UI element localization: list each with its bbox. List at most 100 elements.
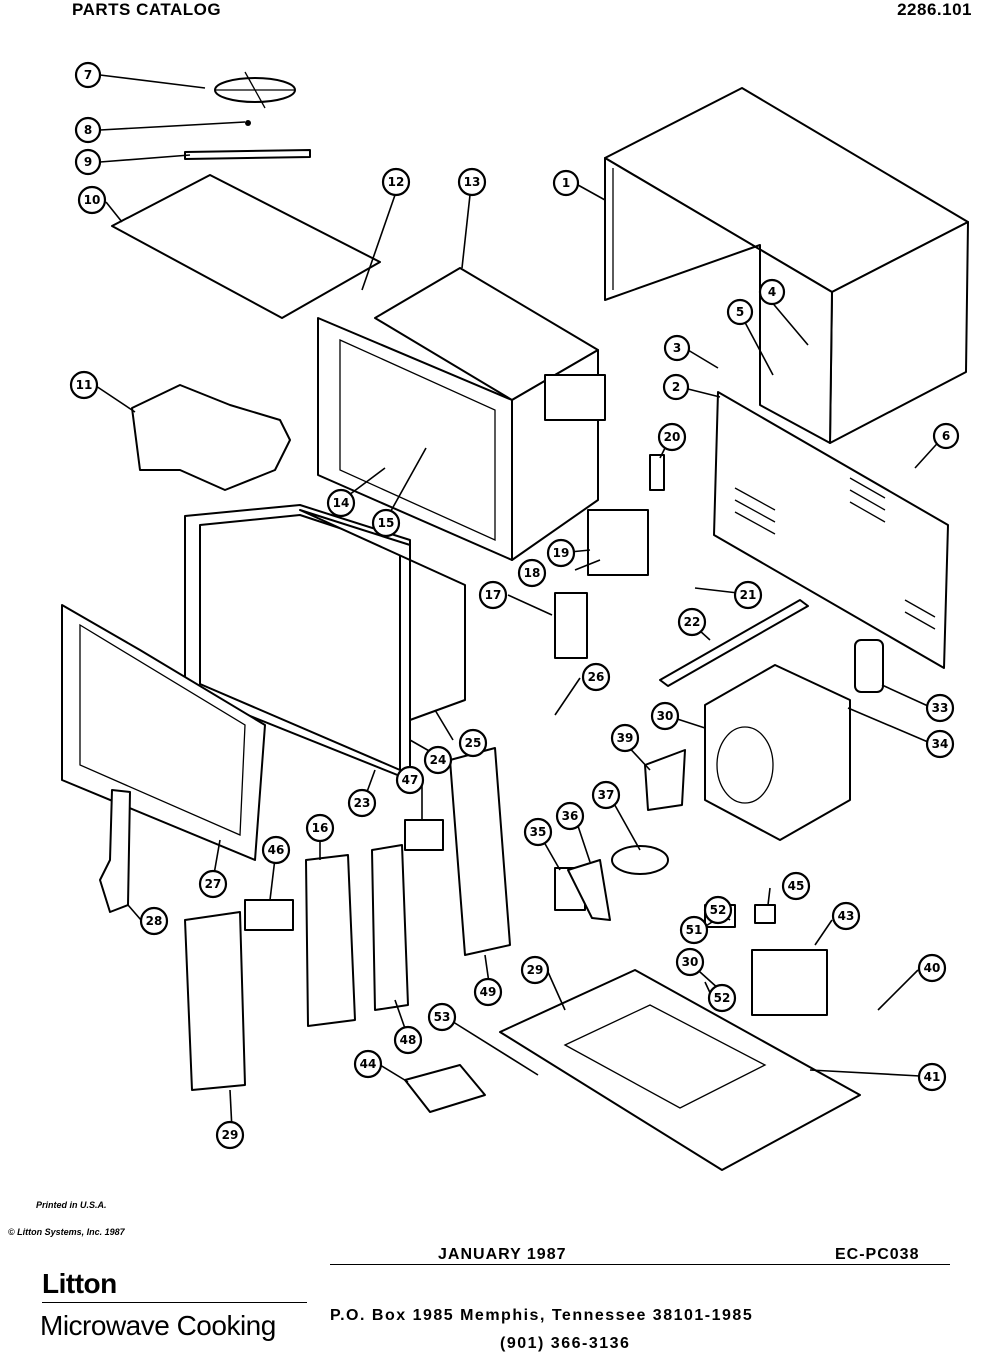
svg-text:43: 43: [838, 909, 855, 923]
callout-4: 4: [758, 278, 786, 306]
stirrer-pin: [245, 120, 251, 126]
magnetron: [587, 509, 649, 576]
svg-text:49: 49: [480, 985, 497, 999]
callout-21: 21: [733, 580, 763, 610]
air-guide: [644, 749, 686, 811]
callout-53: 53: [427, 1002, 457, 1032]
callout-23: 23: [347, 788, 377, 818]
callout-47: 47: [395, 765, 425, 795]
thermal-cutout: [649, 454, 665, 491]
callout-25: 25: [458, 728, 488, 758]
stirrer-shaft: [184, 149, 311, 160]
callout-48: 48: [393, 1025, 423, 1055]
callout-12: 12: [381, 167, 411, 197]
waveguide-bracket: [131, 384, 291, 491]
svg-text:16: 16: [312, 821, 329, 835]
callout-36: 35: [523, 817, 553, 847]
svg-text:26: 26: [588, 670, 605, 684]
svg-text:36: 36: [562, 809, 579, 823]
svg-text:15: 15: [378, 516, 395, 530]
catalog-date: JANUARY 1987: [438, 1246, 567, 1263]
svg-text:22: 22: [684, 615, 701, 629]
callout-42: 41: [917, 1062, 947, 1092]
stirrer-cover: [111, 174, 381, 319]
svg-text:20: 20: [664, 430, 681, 444]
svg-text:40: 40: [924, 961, 941, 975]
svg-text:52: 52: [714, 991, 731, 1005]
callout-18: 18: [517, 558, 547, 588]
svg-text:5: 5: [736, 305, 744, 319]
svg-text:11: 11: [76, 378, 93, 392]
callout-15: 15: [371, 508, 401, 538]
svg-text:4: 4: [768, 285, 776, 299]
callout-50: 51: [679, 915, 709, 945]
callout-43: 43: [831, 901, 861, 931]
footer-rule-top: [330, 1264, 950, 1265]
callout-8: 8: [74, 116, 102, 144]
svg-text:47: 47: [402, 773, 419, 787]
callout-34: 33: [925, 693, 955, 723]
motor-bracket: [567, 859, 611, 921]
svg-text:3: 3: [673, 341, 681, 355]
callout-45: 45: [781, 871, 811, 901]
svg-text:9: 9: [84, 155, 92, 169]
callout-40: 39: [610, 723, 640, 753]
callout-37: 36: [555, 801, 585, 831]
svg-text:25: 25: [465, 736, 482, 750]
door-glass: [299, 509, 466, 721]
svg-text:2: 2: [672, 380, 680, 394]
fuse-holder: [404, 1064, 486, 1113]
brand-logo: Litton: [42, 1268, 117, 1299]
callout-49: 49: [473, 977, 503, 1007]
support-bar: [659, 599, 809, 687]
callout-26: 26: [581, 662, 611, 692]
callout-9: 9: [74, 148, 102, 176]
oven-cavity: [317, 267, 606, 561]
catalog-title: PARTS CATALOG: [72, 0, 222, 19]
svg-text:21: 21: [740, 588, 757, 602]
thermistor: [754, 904, 776, 924]
door-hinge: [99, 789, 131, 913]
callout-5: 5: [726, 298, 754, 326]
svg-text:18: 18: [524, 566, 541, 580]
callout-16: 16: [305, 813, 335, 843]
svg-text:1: 1: [562, 176, 570, 190]
svg-text:13: 13: [464, 175, 481, 189]
svg-text:45: 45: [788, 879, 805, 893]
phone-number: (901) 366-3136: [500, 1335, 631, 1352]
svg-text:8: 8: [84, 123, 92, 137]
svg-text:14: 14: [333, 496, 350, 510]
svg-text:17: 17: [485, 588, 502, 602]
base-plate: [499, 969, 861, 1171]
callout-44: 44: [353, 1049, 383, 1079]
callout-38: 37: [591, 780, 621, 810]
callout-46: 46: [261, 835, 291, 865]
callout-20: 20: [657, 422, 687, 452]
callout-33: 30: [650, 701, 680, 731]
svg-text:34: 34: [932, 737, 949, 751]
callout-28: 28: [139, 906, 169, 936]
callout-13: 13: [457, 167, 487, 197]
svg-text:52: 52: [710, 903, 727, 917]
svg-text:44: 44: [360, 1057, 377, 1071]
callout-2: 2: [662, 373, 690, 401]
svg-text:29: 29: [527, 963, 544, 977]
svg-text:37: 37: [598, 788, 615, 802]
exploded-parts-diagram: 7 8 9 10 12 13 1 4 5 3 2 6 11 14 15 20 1…: [61, 61, 969, 1171]
svg-text:41: 41: [924, 1070, 941, 1084]
svg-text:29: 29: [222, 1128, 239, 1142]
door-latch-frame: [184, 911, 246, 1091]
svg-text:27: 27: [205, 877, 222, 891]
callout-11: 11: [69, 370, 99, 400]
fan-blade: [611, 845, 669, 875]
callout-27: 27: [198, 869, 228, 899]
svg-text:53: 53: [434, 1010, 451, 1024]
division-name: Microwave Cooking: [40, 1310, 276, 1341]
stirrer-fan: [214, 71, 296, 109]
control-board: [371, 844, 409, 1011]
callout-41: 40: [917, 953, 947, 983]
svg-text:30: 30: [657, 709, 674, 723]
callout-35: 34: [925, 729, 955, 759]
callout-29: 29: [215, 1120, 245, 1150]
callout-17: 17: [478, 580, 508, 610]
